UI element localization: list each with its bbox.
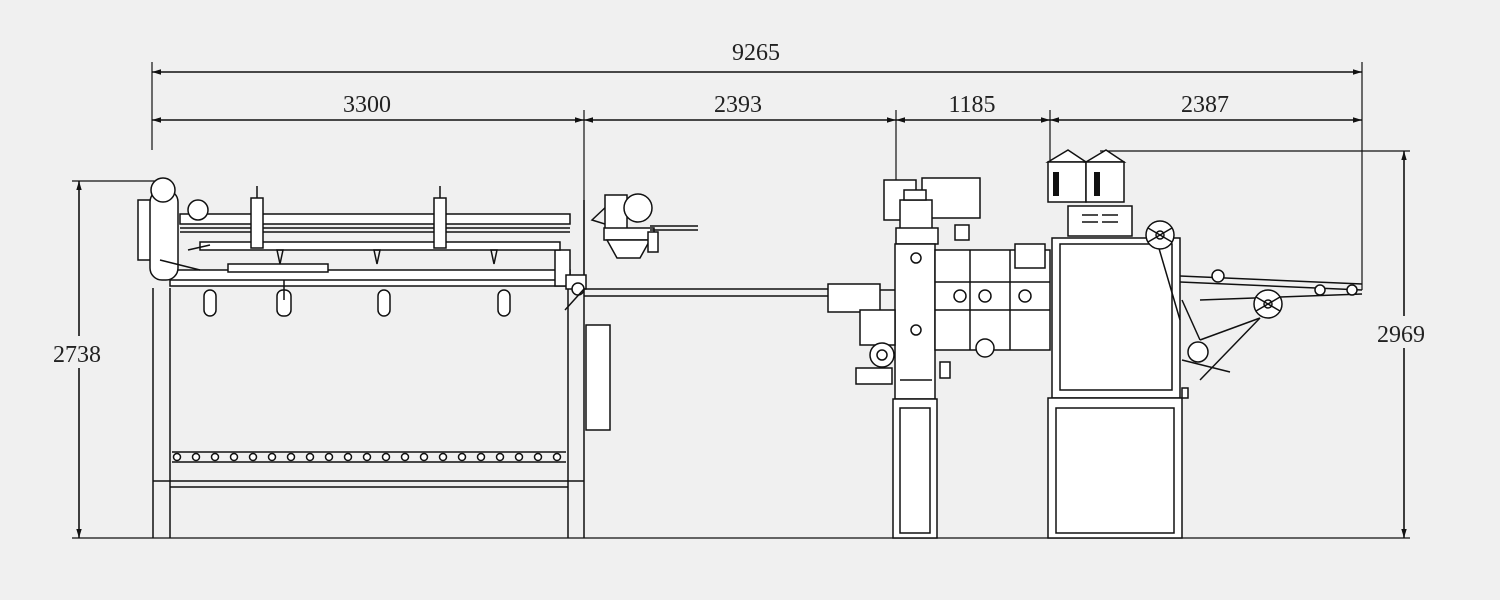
- bottom-roller-row: [172, 452, 562, 462]
- left-height-label: 2738: [53, 342, 101, 368]
- dimension-annotations: 9265 3300 2393 1185 2387 2738 2969: [48, 40, 1432, 539]
- right-height-label: 2969: [1377, 322, 1425, 348]
- overall-length-label: 9265: [732, 40, 780, 66]
- section-1-label: 3300: [343, 92, 391, 118]
- folding-section: [855, 177, 1051, 539]
- feeder-section: [137, 177, 587, 538]
- section-3-label: 1185: [948, 92, 995, 118]
- delivery-section: [1045, 149, 1363, 539]
- section-4-label: 2387: [1181, 92, 1229, 118]
- transfer-section: [584, 193, 897, 431]
- section-2-label: 2393: [714, 92, 762, 118]
